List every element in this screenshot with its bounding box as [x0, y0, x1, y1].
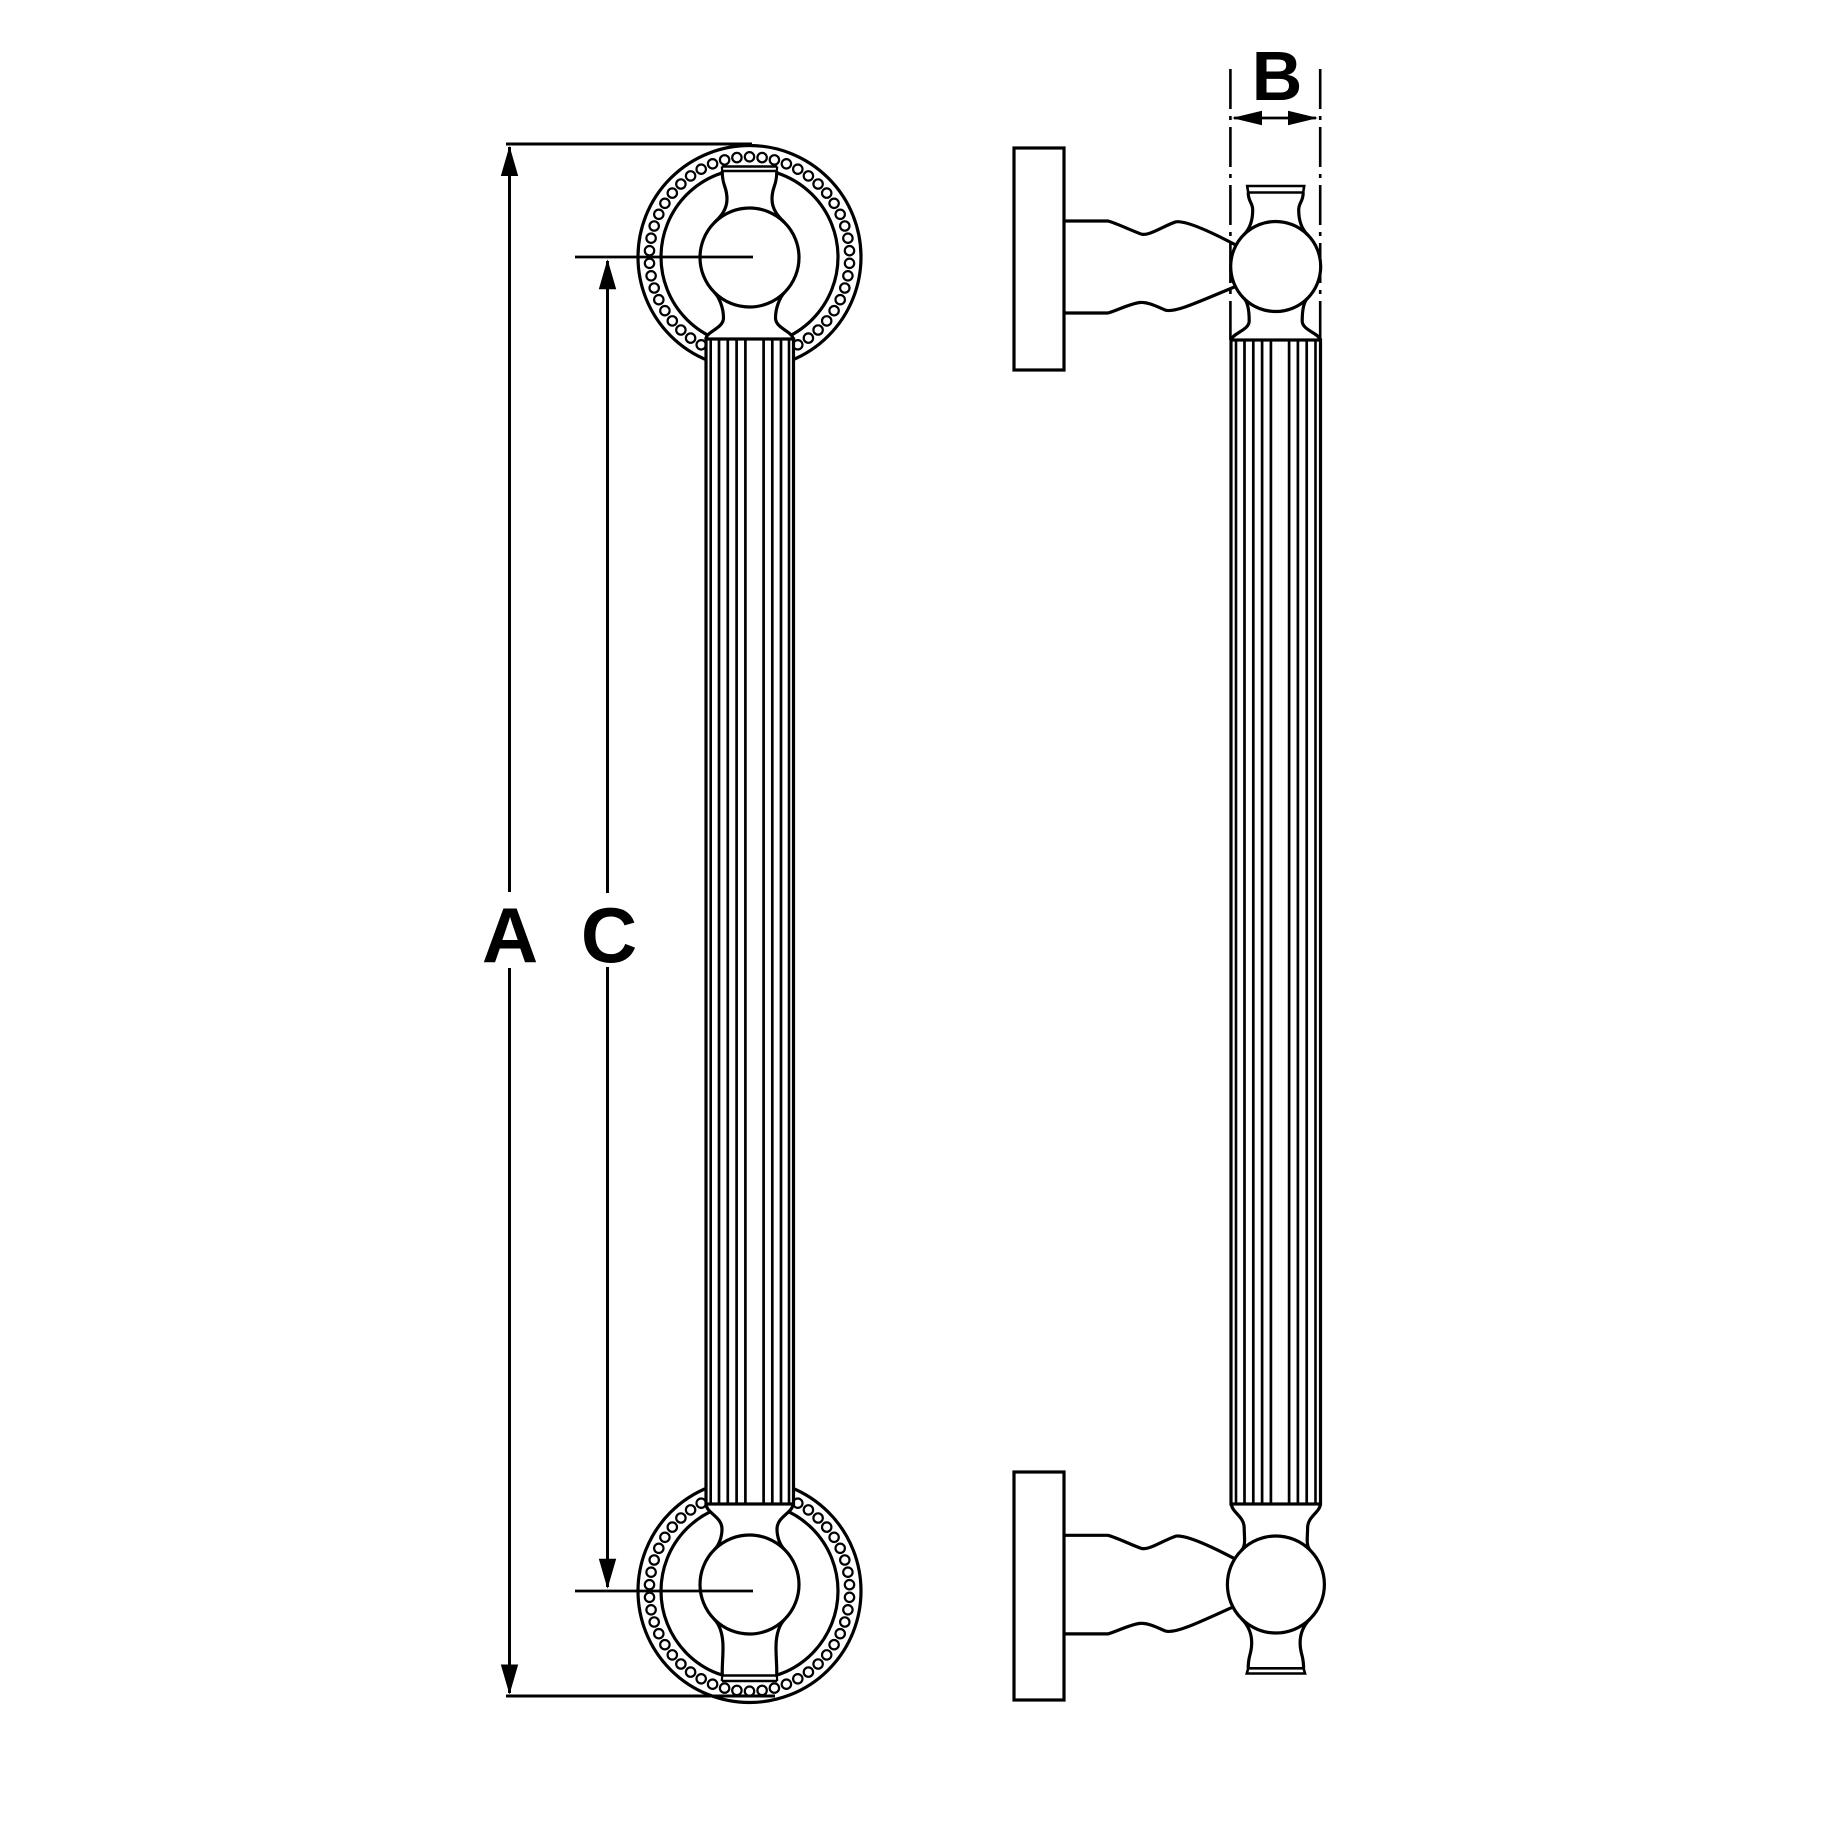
- svg-text:C: C: [581, 891, 637, 979]
- svg-text:B: B: [1252, 37, 1303, 115]
- svg-text:A: A: [482, 891, 538, 979]
